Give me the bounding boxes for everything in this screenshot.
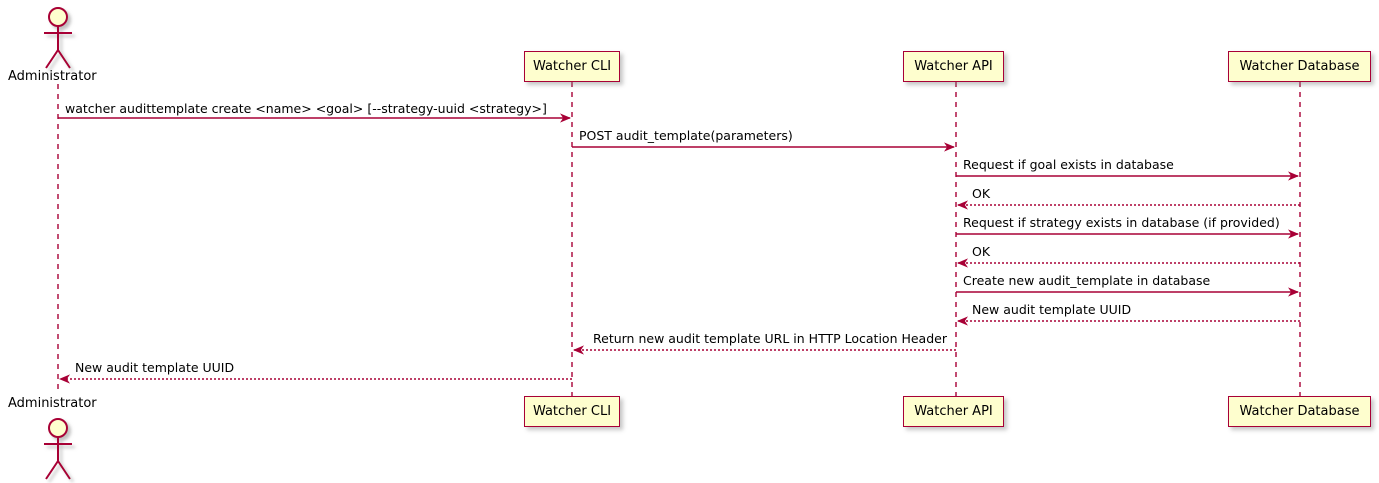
actor-label-administrator-top: Administrator — [8, 70, 97, 83]
message-label-6: Create new audit_template in database — [963, 273, 1211, 288]
participant-label: Watcher CLI — [532, 404, 612, 419]
participant-box-watcher-cli-top[interactable]: Watcher CLI — [524, 51, 620, 82]
participant-label: Watcher API — [914, 404, 993, 419]
actor-leg-left — [45, 49, 59, 69]
actor-figure-administrator-top — [44, 7, 72, 69]
message-label-2: Request if goal exists in database — [963, 157, 1174, 172]
message-label-3: OK — [972, 186, 991, 201]
message-label-4: Request if strategy exists in database (… — [963, 215, 1280, 230]
actor-head — [48, 7, 68, 27]
message-label-1: POST audit_template(parameters) — [579, 128, 793, 143]
message-label-0: watcher audittemplate create <name> <goa… — [65, 101, 547, 116]
participant-label: Watcher Database — [1239, 404, 1360, 419]
participant-label: Watcher Database — [1239, 59, 1360, 74]
lifelines-group — [57, 82, 1301, 396]
actor-figures-group — [44, 7, 72, 480]
message-arrows-group — [58, 113, 1300, 384]
message-label-9: New audit template UUID — [75, 360, 235, 375]
participant-box-watcher-api-top[interactable]: Watcher API — [903, 51, 1004, 82]
participant-box-watcher-cli-bottom[interactable]: Watcher CLI — [524, 396, 620, 427]
participant-label: Watcher CLI — [532, 59, 612, 74]
actor-figure-administrator-bottom — [44, 418, 72, 480]
actor-label-administrator-bottom: Administrator — [8, 397, 97, 410]
actor-head — [48, 418, 68, 438]
participant-box-watcher-api-bottom[interactable]: Watcher API — [903, 396, 1004, 427]
actor-leg-left — [45, 460, 59, 480]
participant-box-watcher-database-top[interactable]: Watcher Database — [1228, 51, 1371, 82]
message-label-7: New audit template UUID — [972, 302, 1132, 317]
message-label-5: OK — [972, 244, 991, 259]
participant-label: Watcher API — [914, 59, 993, 74]
actor-leg-right — [57, 49, 71, 69]
actor-leg-right — [57, 460, 71, 480]
actor-name: Administrator — [8, 69, 97, 84]
actor-name: Administrator — [8, 396, 97, 411]
message-label-8: Return new audit template URL in HTTP Lo… — [593, 331, 947, 346]
participant-box-watcher-database-bottom[interactable]: Watcher Database — [1228, 396, 1371, 427]
